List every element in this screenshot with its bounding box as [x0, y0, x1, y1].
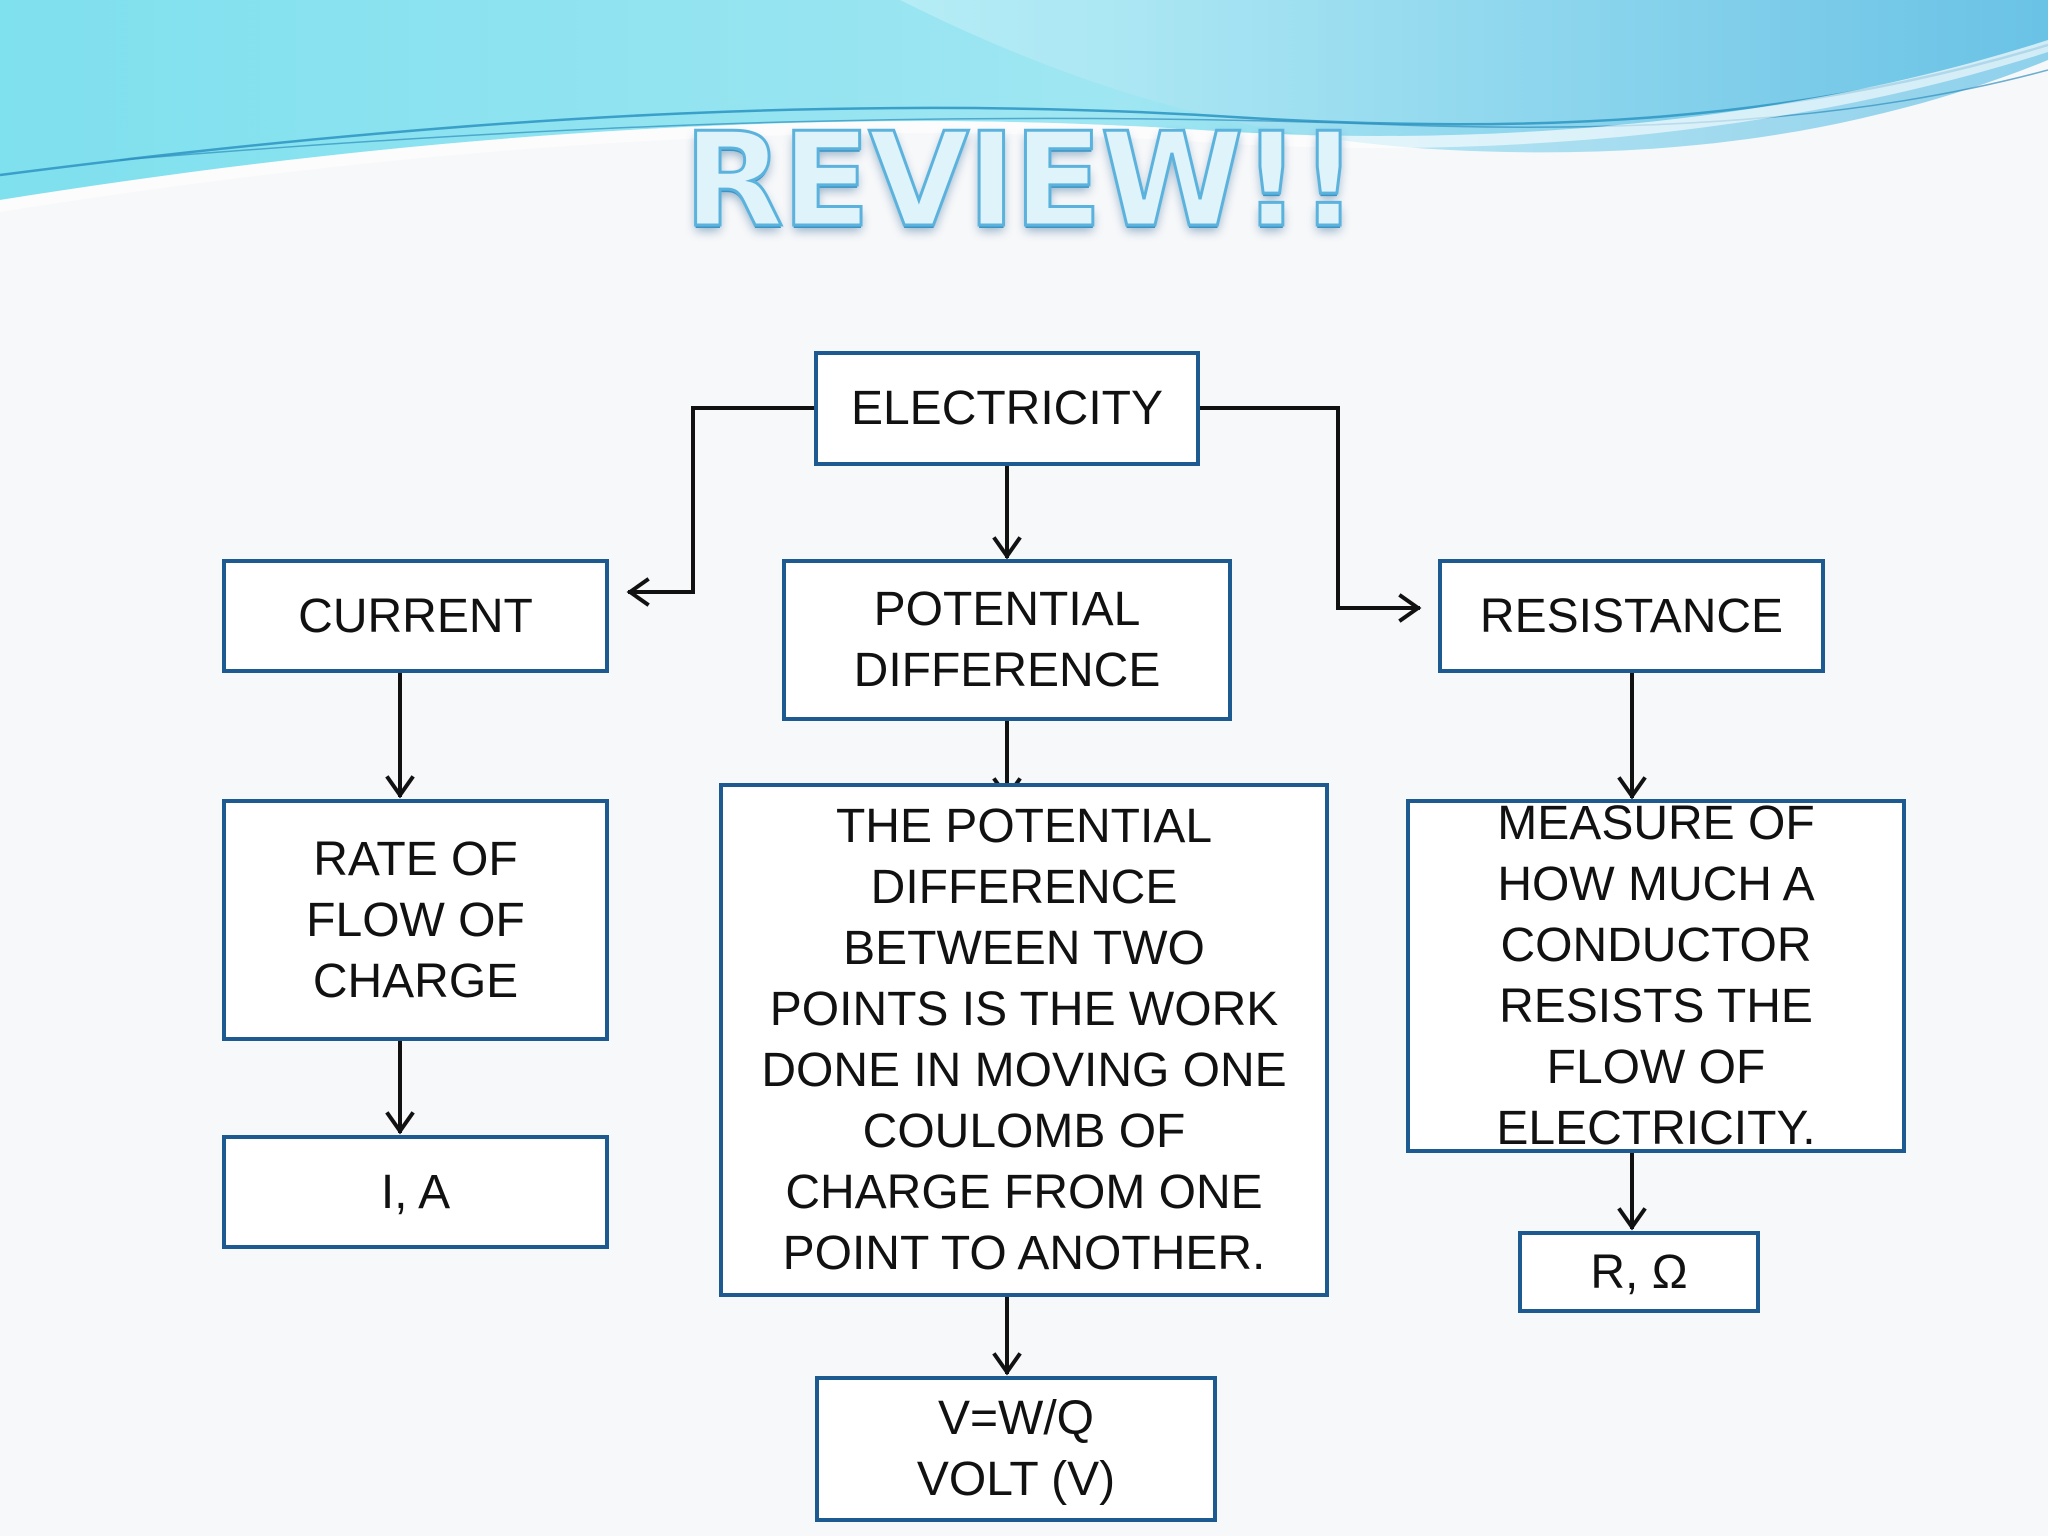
header-wave-decoration	[0, 0, 2048, 212]
arrowhead-current	[626, 577, 650, 607]
node-current-definition: RATE OF FLOW OF CHARGE	[222, 799, 609, 1041]
node-current-unit: I, A	[222, 1135, 609, 1249]
arrowhead-resistance-unit	[1617, 1207, 1647, 1231]
wave-shadow	[0, 40, 2048, 212]
node-pd-definition: THE POTENTIAL DIFFERENCE BETWEEN TWO POI…	[719, 783, 1329, 1297]
arrowhead-pd	[992, 536, 1022, 560]
node-current: CURRENT	[222, 559, 609, 673]
arrowhead-resistance-definition	[1617, 776, 1647, 800]
wave-line-1	[0, 43, 2048, 177]
node-pd-unit: V=W/Q VOLT (V)	[815, 1376, 1217, 1522]
arrowhead-resistance	[1398, 593, 1422, 623]
node-potential-difference: POTENTIAL DIFFERENCE	[782, 559, 1232, 721]
connector-electricity-resistance	[1198, 406, 1420, 610]
wave-line-2	[119, 69, 2048, 161]
arrowhead-pd-unit	[992, 1352, 1022, 1376]
node-resistance: RESISTANCE	[1438, 559, 1825, 673]
slide-title: REVIEW!!	[682, 104, 1360, 257]
node-electricity: ELECTRICITY	[814, 351, 1200, 466]
node-resistance-definition: MEASURE OF HOW MUCH A CONDUCTOR RESISTS …	[1406, 797, 1906, 1155]
node-resistance-unit: R, Ω	[1518, 1231, 1760, 1313]
arrowhead-current-unit	[385, 1111, 415, 1135]
connector-electricity-current	[628, 406, 816, 594]
arrowhead-current-definition	[385, 775, 415, 799]
